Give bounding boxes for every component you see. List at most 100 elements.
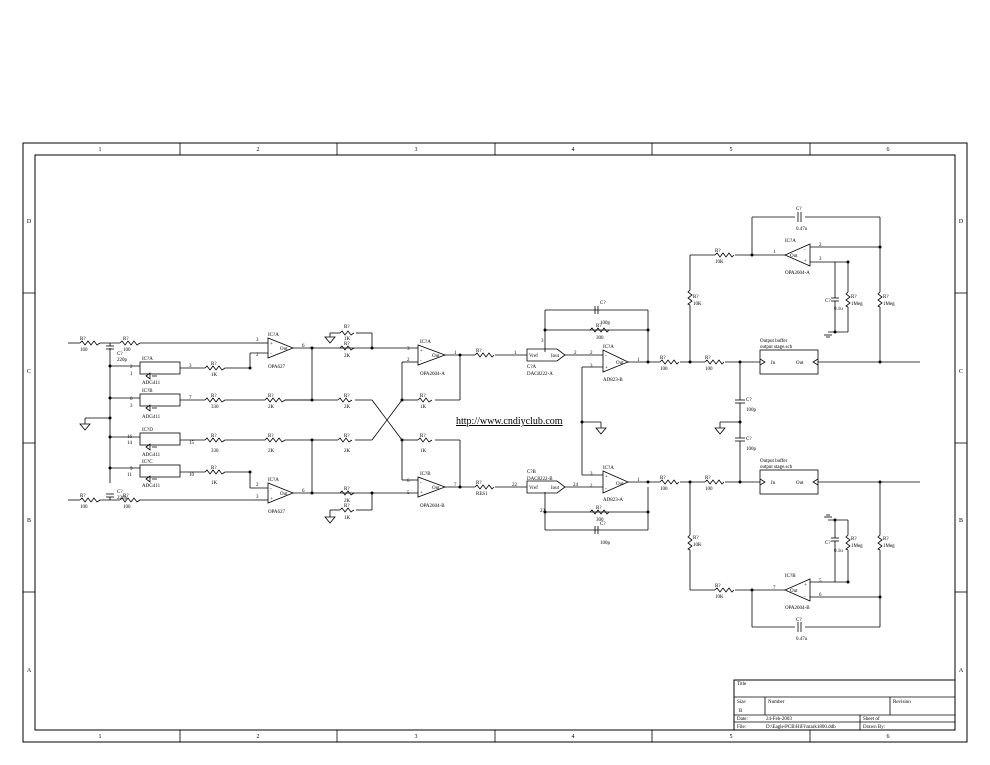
col-label-1-bottom: 1 <box>99 734 102 740</box>
ad823b-out: Out <box>616 361 624 366</box>
r-sw2-val: 330 <box>211 405 219 410</box>
row-label-b: B <box>27 518 31 524</box>
c-out2-ref: C? <box>746 437 752 442</box>
r-sw2-ref: R? <box>211 394 217 399</box>
r-in-bot-b-ref: R? <box>123 494 129 499</box>
r-fb-top-a-val: 1K <box>344 337 351 342</box>
col-label-6: 6 <box>887 147 890 153</box>
c-fb-bot-ref: C? <box>600 522 606 527</box>
r-1m-bot2-ref: R? <box>883 537 889 542</box>
ad823a-minus: - <box>605 487 607 492</box>
sw4-part: ADG411 <box>142 484 161 489</box>
r-in-top-a-val: 100 <box>80 348 88 353</box>
r-dac-bot-val: RES1 <box>476 492 488 497</box>
r-mid2-ref: R? <box>268 434 274 439</box>
pin-7-sw2: 7 <box>189 396 192 401</box>
junctions <box>108 245 882 599</box>
sw3-part: ADG411 <box>142 453 161 458</box>
pin-15-sw3: 15 <box>189 441 195 446</box>
r-o1-ref: R? <box>660 356 666 361</box>
r-x4-val: 1K <box>420 449 427 454</box>
pin-2-opa2604-top: 2 <box>819 243 822 248</box>
col-label-3: 3 <box>415 147 418 153</box>
pin-16-sw3: 16 <box>127 435 133 440</box>
r-fb-dac-top-val: 300 <box>596 336 604 341</box>
r-1m-top2-ref: R? <box>883 295 889 300</box>
pin-6-sw2: 6 <box>130 397 133 402</box>
buf-top-out: Out <box>796 361 804 366</box>
r-1m-top1-ref: R? <box>851 295 857 300</box>
opa2604-top-part: OPA2604-A <box>785 271 810 276</box>
dac-b-vref: Vref <box>529 486 538 491</box>
row-label-d: D <box>27 219 32 225</box>
pin-3-dac-a: 3 <box>541 339 544 344</box>
opa2604a-part: OPA2604-A <box>420 372 445 377</box>
r-x4-ref: R? <box>420 434 426 439</box>
r-x2-val: 1K <box>420 405 427 410</box>
r-dac-bot-ref: R? <box>476 481 482 486</box>
c-in-top-ref: C? <box>117 352 123 357</box>
r-fb-top-b-ref: R? <box>344 342 350 347</box>
revision-label: Revision <box>893 700 911 705</box>
c-int-bot-val: 0.47u <box>796 637 808 642</box>
col-label-5: 5 <box>730 147 733 153</box>
col-label-4-bottom: 4 <box>572 734 575 740</box>
dac-a-part: DAC8222-A <box>527 372 553 377</box>
opa2604-top-ref: IC?A <box>785 239 796 244</box>
pin-numbers: 2 1 3 6 3 7 16 14 15 9 11 10 3 2 6 2 3 6… <box>127 243 822 600</box>
opa2604-top-out: Out <box>790 254 798 259</box>
buf-bot-out: Out <box>796 481 804 486</box>
r-x3-val: 2K <box>344 449 351 454</box>
ad823a-part: AD823-A <box>603 498 623 503</box>
pin-1-ad823a: 1 <box>637 478 640 483</box>
r-sw3-val: 330 <box>211 449 219 454</box>
col-label-6-bottom: 6 <box>887 734 890 740</box>
dac-a-vref: Vref <box>529 354 538 359</box>
opa627-top-minus: - <box>270 352 272 357</box>
row-label-c: C <box>27 369 31 375</box>
title-label: Title <box>737 682 747 687</box>
sheet-label: Sheet of <box>863 717 880 722</box>
r-1m-bot1-val: 1Meg <box>851 544 863 549</box>
sw3-ref: IC?D <box>142 428 153 433</box>
buf-top-title2: output stage.sch <box>760 345 793 350</box>
r-o3-ref: R? <box>660 476 666 481</box>
pin-5-opa2604b: 5 <box>407 491 410 496</box>
r-o2-ref: R? <box>705 356 711 361</box>
opa2604b-out: Out <box>432 486 440 491</box>
col-label-2-bottom: 2 <box>257 734 260 740</box>
ad823a-ref: IC?A <box>603 466 614 471</box>
website-url[interactable]: http://www.cndiyclub.com <box>456 416 563 427</box>
capacitor-symbols <box>106 212 839 632</box>
r-1m-bot2-val: 1Meg <box>883 544 895 549</box>
pin-23-dac-b: 23 <box>540 509 546 514</box>
r-in-top-b-ref: R? <box>123 337 129 342</box>
pin-2-opa627-top: 2 <box>256 353 259 358</box>
sw2-part: ADG411 <box>142 415 161 420</box>
opa2604b-plus: + <box>420 491 423 496</box>
pin-6-opa627-top: 6 <box>302 344 305 349</box>
dac-symbols <box>526 348 566 494</box>
opa2604a-plus: + <box>420 349 423 354</box>
opa627-top-out: Out <box>280 347 288 352</box>
file-label: File: <box>737 725 746 730</box>
pin-5-opa2604-bot: 5 <box>819 579 822 584</box>
col-label-1: 1 <box>99 147 102 153</box>
r-o4-val: 100 <box>705 487 713 492</box>
opa2604-bot-part: OPA2604-B <box>785 606 810 611</box>
r-in-bot-a-val: 100 <box>80 505 88 510</box>
c-fb-bot-val: 100p <box>600 541 611 546</box>
dac-b-iout: Iout <box>551 486 560 491</box>
pin-3-opa2604-top: 3 <box>819 257 822 262</box>
number-label: Number <box>768 700 785 705</box>
sw2-ref: IC?B <box>142 389 153 394</box>
wiring <box>68 216 920 628</box>
pin-9-sw4: 9 <box>130 467 133 472</box>
r-o3-val: 100 <box>660 487 668 492</box>
pin-2-ad823b: 2 <box>590 351 593 356</box>
title-block: Title Size B Number Revision Date: 24-Fe… <box>733 679 956 731</box>
component-labels: R? 100 R? 100 C? 220p R? 100 R? 100 C? 2… <box>80 207 895 642</box>
pin-6-opa2604-bot: 6 <box>819 593 822 598</box>
opa627-bot-minus: - <box>270 487 272 492</box>
r-fb-bot-a-val: 2K <box>344 499 351 504</box>
